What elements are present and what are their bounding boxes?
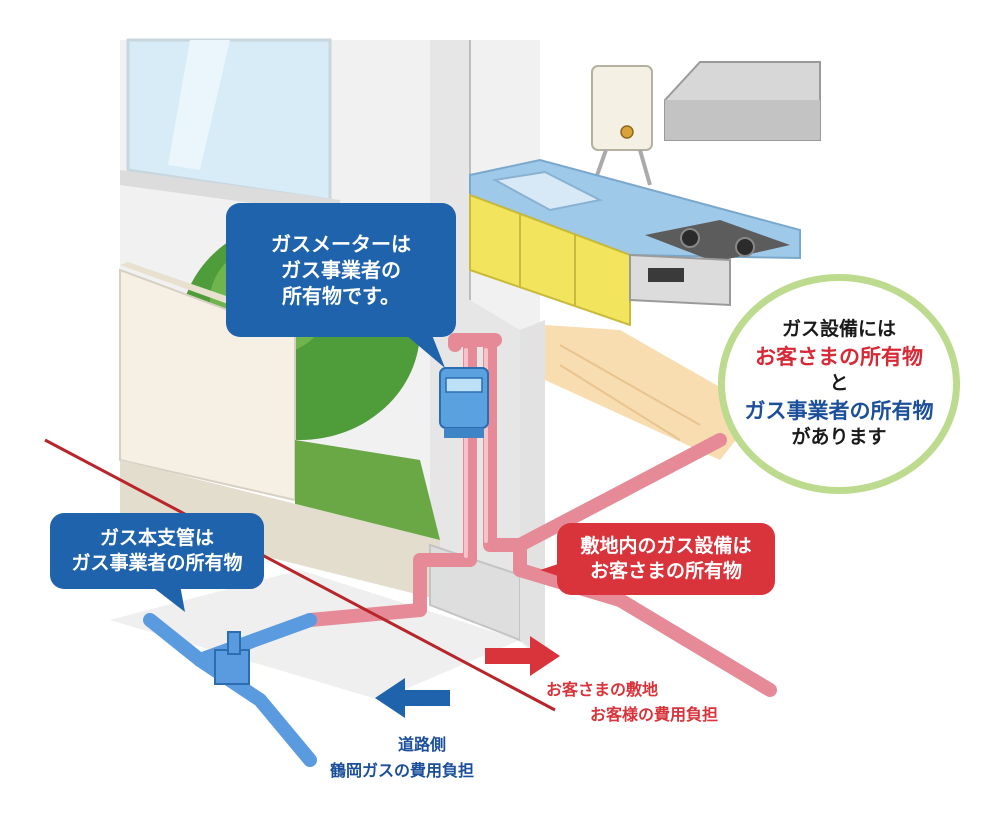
site-callout-line-2: お客さまの所有物	[589, 560, 742, 582]
water-heater	[591, 65, 653, 151]
water-heater-dial	[620, 125, 634, 139]
summary-line-1: ガス設備には	[781, 318, 896, 341]
meter-callout-line-3: 所有物です。	[282, 284, 400, 308]
road-side-label: 道路側	[398, 735, 447, 754]
sink	[491, 170, 604, 212]
summary-and: と	[829, 372, 849, 395]
garden-wall-base	[120, 460, 440, 600]
main-pipe-fitting	[214, 631, 250, 685]
customer-cost-label: お客様の費用負担	[590, 705, 719, 724]
main-pipe-callout-line-2: ガス事業者の所有物	[71, 552, 243, 574]
customer-land-label: お客さまの敷地	[546, 680, 659, 699]
kitchen-floor	[545, 325, 760, 460]
heater-pipe-2	[638, 149, 652, 186]
customer-pipes	[303, 333, 777, 697]
arrow-right-icon	[485, 636, 560, 676]
gas-meter	[439, 367, 489, 438]
main-pipe-callout-line-1: ガス本支管は	[99, 527, 214, 550]
ownership-summary-circle: ガス設備には お客さまの所有物 と ガス事業者の所有物 があります	[718, 274, 960, 494]
summary-line-5: があります	[791, 426, 887, 449]
company-cost-label: 鶴岡ガスの費用負担	[330, 761, 475, 780]
kitchen-cabinets	[469, 193, 631, 327]
floor-line-1	[559, 344, 701, 426]
stove-display	[648, 268, 684, 282]
burner-left	[680, 228, 700, 248]
summary-customer-owned: お客さまの所有物	[755, 344, 923, 369]
meter-callout-tail	[400, 330, 445, 368]
meter-callout-line-1: ガスメーターは	[271, 232, 411, 256]
floor-line-2	[559, 364, 681, 441]
meter-callout-line-2: ガス事業者の	[281, 258, 401, 282]
main-callout-tail	[150, 585, 185, 612]
site-callout-line-1: 敷地内のガス設備は	[580, 535, 752, 558]
summary-company-owned: ガス事業者の所有物	[744, 398, 934, 423]
site-equipment-callout: 敷地内のガス設備は お客さまの所有物	[557, 523, 775, 595]
window-reflection	[168, 40, 230, 170]
ground-shadow	[110, 570, 520, 700]
gas-meter-callout: ガスメーターは ガス事業者の 所有物です。	[226, 203, 456, 337]
property-boundary-line	[44, 438, 556, 712]
range-hood-front	[665, 100, 820, 140]
main-pipe-callout: ガス本支管は ガス事業者の所有物	[50, 513, 264, 589]
arrow-left-icon	[375, 678, 450, 718]
partition-wall	[520, 320, 545, 660]
burner-right	[735, 237, 755, 257]
